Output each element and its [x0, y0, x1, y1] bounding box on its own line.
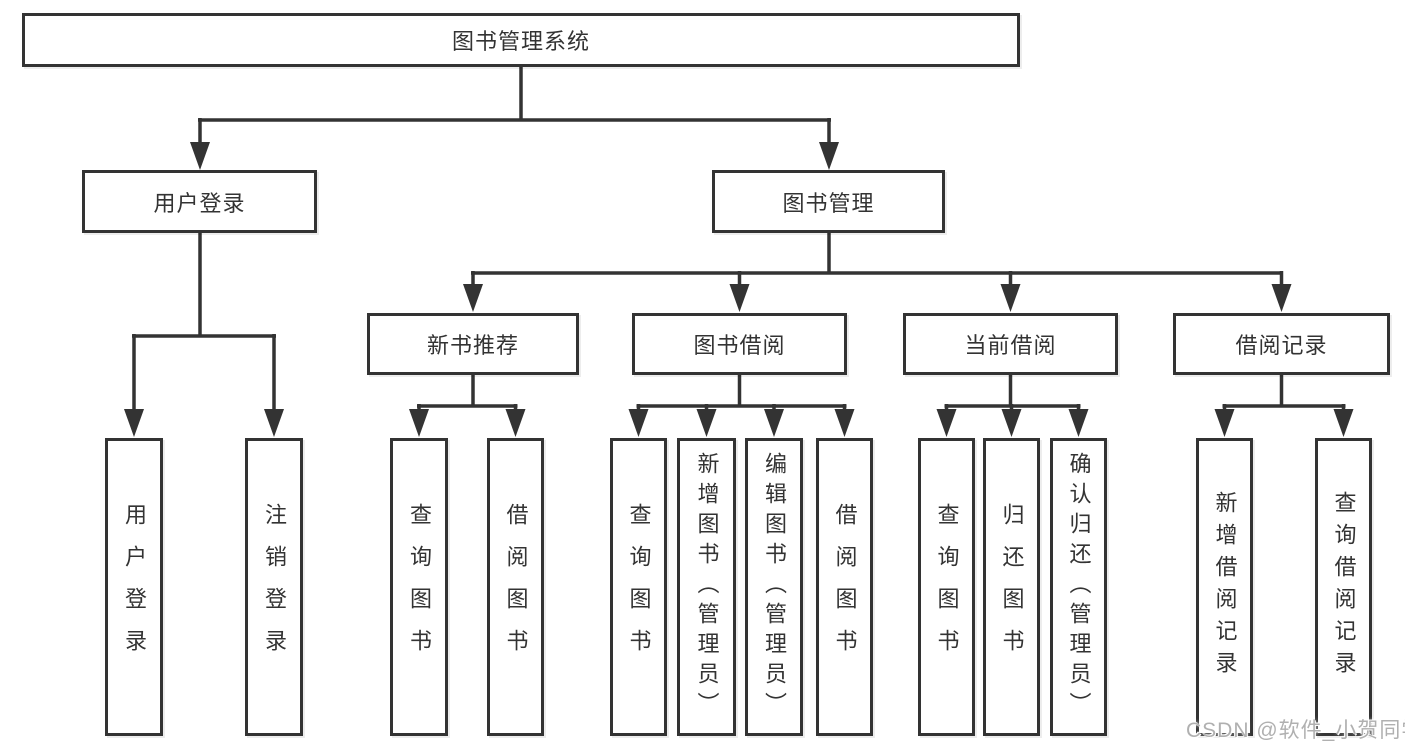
leaf-query-books-recommend: 查询图书 [390, 438, 448, 736]
node-label: 查询图书 [934, 503, 960, 671]
node-label: 图书管理 [782, 190, 875, 216]
node-label: 查询借阅记录 [1331, 491, 1357, 683]
leaf-logout-login: 注销登录 [245, 438, 303, 736]
node-label: 用户登录 [153, 190, 246, 216]
leaf-query-books-borrow: 查询图书 [610, 438, 667, 736]
leaf-add-borrow-record: 新增借阅记录 [1196, 438, 1253, 736]
node-label: 借阅记录 [1235, 333, 1328, 358]
node-label: 新增借阅记录 [1212, 491, 1238, 683]
node-label: 借阅图书 [503, 503, 529, 671]
node-label: 用户登录 [122, 503, 147, 671]
node-label: 借阅图书 [832, 503, 858, 671]
arrowhead-icons [124, 142, 1354, 437]
leaf-query-books-current: 查询图书 [918, 438, 975, 736]
node-label: 查询图书 [626, 503, 652, 671]
node-borrow-records: 借阅记录 [1173, 313, 1390, 375]
leaf-confirm-return-admin: 确认归还（管理员） [1050, 438, 1107, 736]
node-label: 编辑图书（管理员） [762, 452, 787, 722]
leaf-user-login: 用户登录 [105, 438, 163, 736]
leaf-borrow-books: 借阅图书 [816, 438, 873, 736]
leaf-add-book-admin: 新增图书（管理员） [677, 438, 736, 736]
node-label: 新增图书（管理员） [694, 452, 720, 722]
leaf-query-borrow-record: 查询借阅记录 [1315, 438, 1372, 736]
node-label: 图书管理系统 [451, 29, 590, 54]
leaf-return-book: 归还图书 [983, 438, 1040, 736]
node-label: 图书借阅 [693, 333, 786, 358]
leaf-edit-book-admin: 编辑图书（管理员） [745, 438, 803, 736]
node-label: 归还图书 [999, 503, 1025, 671]
node-label: 确认归还（管理员） [1066, 452, 1092, 722]
csdn-watermark: CSDN @软件_小贺同学 [1186, 719, 1405, 742]
node-label: 新书推荐 [426, 333, 519, 358]
node-label: 当前借阅 [964, 333, 1057, 358]
node-library-management-system: 图书管理系统 [22, 13, 1020, 67]
node-new-book-recommend: 新书推荐 [367, 313, 579, 375]
node-book-borrow: 图书借阅 [632, 313, 847, 375]
node-user-login: 用户登录 [82, 170, 317, 233]
node-label: 注销登录 [262, 503, 287, 671]
node-current-borrow: 当前借阅 [903, 313, 1118, 375]
node-book-management: 图书管理 [712, 170, 945, 233]
node-label: 查询图书 [407, 503, 432, 671]
leaf-borrow-books-recommend: 借阅图书 [487, 438, 544, 736]
